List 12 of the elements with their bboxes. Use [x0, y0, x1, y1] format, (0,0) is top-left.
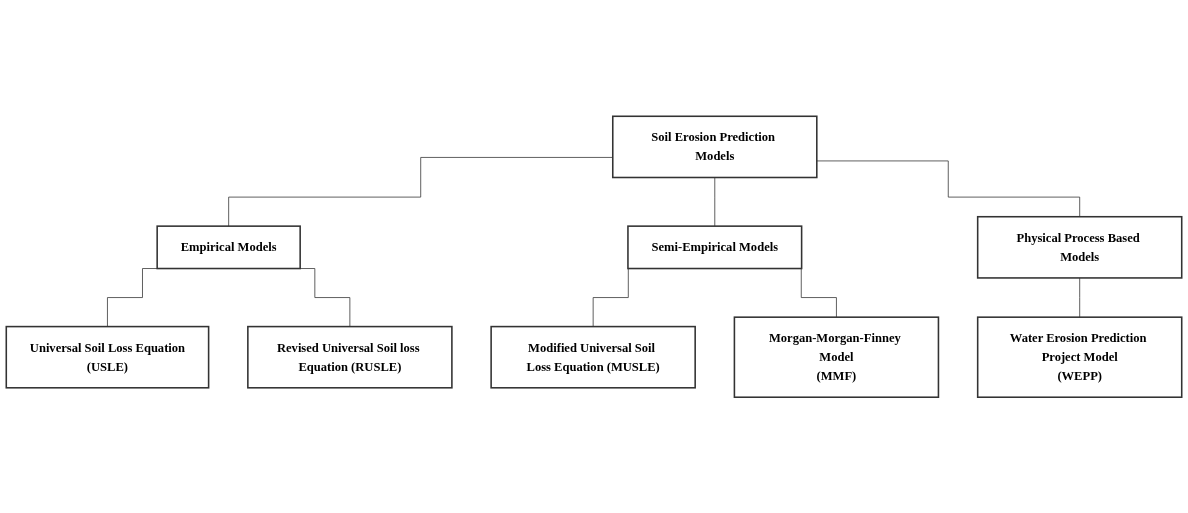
node-box: Modified Universal Soil Loss Equation (MUSLE) — [490, 325, 696, 389]
node-box: Morgan-Morgan-Finney Model (MMF) — [733, 316, 940, 398]
connector — [714, 176, 716, 227]
node-box: Universal Soil Loss Equation (USLE) — [5, 325, 210, 389]
node-box: Empirical Models — [156, 225, 301, 270]
connector — [816, 160, 1081, 217]
node-box: Semi-Empirical Models — [627, 225, 803, 270]
node-box: Water Erosion Prediction Project Model (WEPP) — [976, 316, 1183, 398]
connector — [1079, 277, 1081, 318]
node-box: Physical Process Based Models — [976, 215, 1183, 279]
node-box: Soil Erosion Prediction Models — [612, 115, 818, 179]
node-box: Revised Universal Soil loss Equation (RUSLE) — [247, 325, 453, 389]
